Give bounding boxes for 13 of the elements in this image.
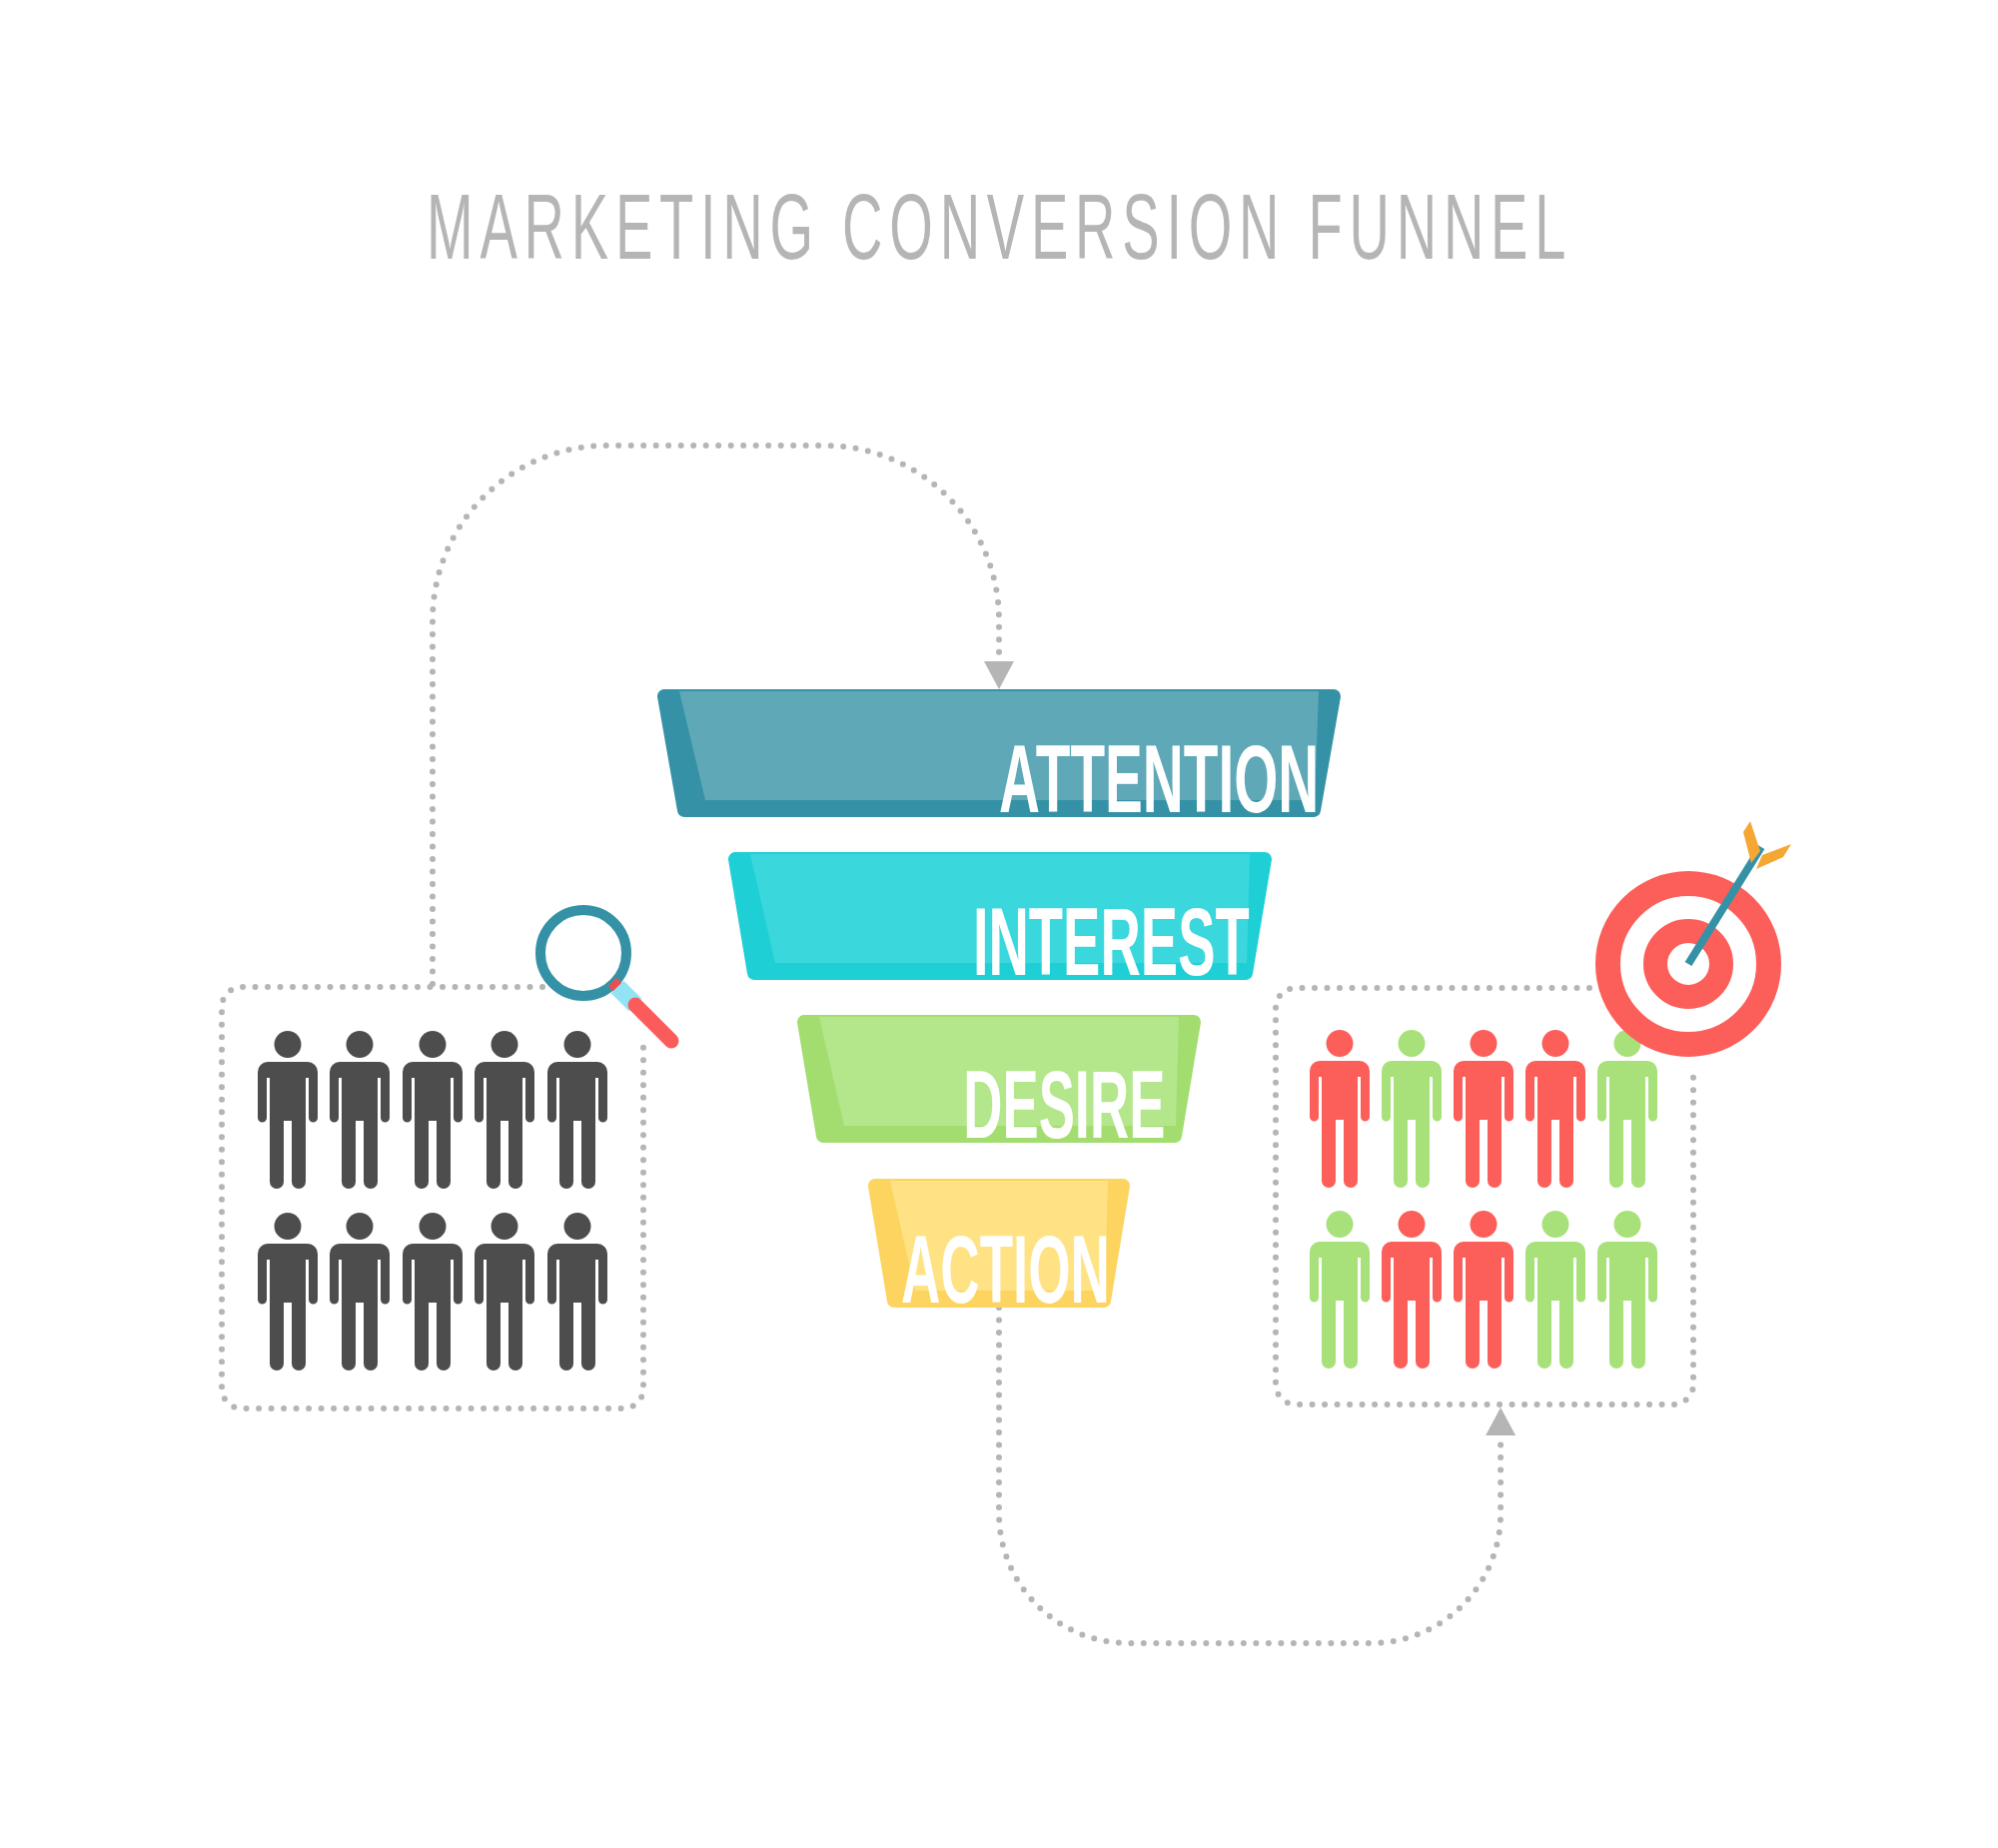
funnel-stage: [657, 689, 1341, 817]
funnel-stage: [797, 1015, 1201, 1143]
stage-label: DESIRE: [962, 1068, 1165, 1143]
dotted-frame: [219, 984, 646, 1411]
stage-label: INTEREST: [973, 905, 1250, 980]
dotted-frame: [1273, 985, 1696, 1407]
funnel-stage: [728, 852, 1272, 980]
stage-label: ATTENTION: [998, 742, 1319, 817]
stage-label: ACTION: [901, 1233, 1110, 1308]
connector-arrow: [996, 1305, 1516, 1646]
funnel-stage: [868, 1179, 1130, 1308]
title: MARKETING CONVERSION FUNNEL: [426, 181, 1572, 274]
connector-arrow: [430, 443, 1014, 987]
